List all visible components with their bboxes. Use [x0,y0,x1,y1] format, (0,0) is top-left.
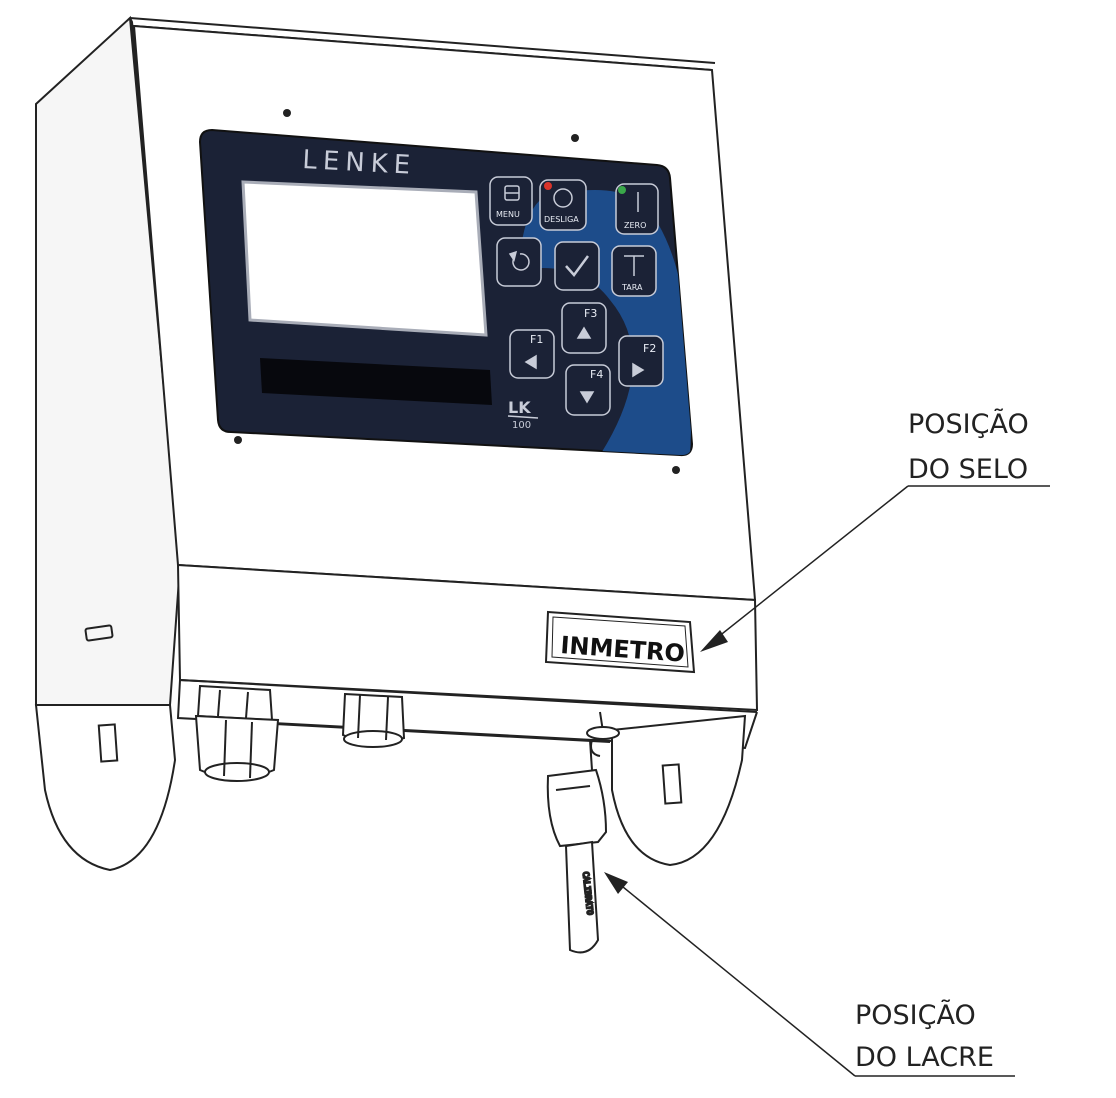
menu-key-label: MENU [496,210,520,219]
inmetro-seal: INMETRO [544,610,696,674]
desliga-key-label: DESLIGA [544,215,579,224]
control-panel: LENKE LK 100 MENU DESLIGA [198,128,694,457]
screw-bottom-left [234,436,242,444]
f2-key-label: F2 [643,342,656,355]
callout-selo-line1: POSIÇÃO [908,408,1029,440]
f1-left-key[interactable]: F1 [509,329,555,379]
callout-selo-arrowhead [700,630,728,652]
left-mounting-bracket [34,704,177,872]
panel-screws [234,109,680,474]
callout-lacre-leader [611,877,856,1077]
desliga-key[interactable]: DESLIGA [539,179,587,231]
tara-key-label: TARA [621,283,643,292]
f2-right-key[interactable]: F2 [618,335,664,387]
cable-gland-middle [341,692,406,748]
model-sub-label: 100 [512,420,531,431]
cable-gland-left [194,684,280,782]
zero-key[interactable]: ZERO [615,183,659,235]
callout-lacre-line1: POSIÇÃO [855,999,976,1031]
f3-up-key[interactable]: F3 [561,302,607,354]
confirm-key[interactable] [554,241,600,291]
callout-selo-leader [707,485,909,646]
model-label: LK [508,398,531,417]
zero-key-label: ZERO [624,221,646,230]
led-red [544,182,552,190]
security-lacre: CALIBRATO [546,768,608,954]
f3-key-label: F3 [584,307,597,320]
callout-lacre-arrowhead [604,872,628,894]
f1-key-label: F1 [530,333,543,346]
back-key[interactable] [496,237,542,287]
model-mark: LK 100 [507,398,539,431]
callout-lacre: POSIÇÃO DO LACRE [604,872,1015,1077]
lcd-screen [241,180,488,337]
f4-key-label: F4 [590,368,603,381]
menu-key[interactable]: MENU [489,176,533,226]
callout-selo-line2: DO SELO [908,454,1028,485]
screw-top-left [283,109,291,117]
screw-top-right [571,134,579,142]
f4-down-key[interactable]: F4 [565,364,611,416]
callout-selo: POSIÇÃO DO SELO [700,408,1050,652]
callout-lacre-line2: DO LACRE [855,1042,994,1073]
right-mounting-bracket [611,714,747,867]
keypad: MENU DESLIGA ZERO [489,176,664,416]
screw-bottom-right [672,466,680,474]
tara-key[interactable]: TARA [611,245,657,297]
side-slot [84,624,114,642]
led-green [618,186,626,194]
secondary-display [260,358,492,405]
brand-logo: LENKE [302,145,417,181]
seal-wire-hook [586,711,620,771]
